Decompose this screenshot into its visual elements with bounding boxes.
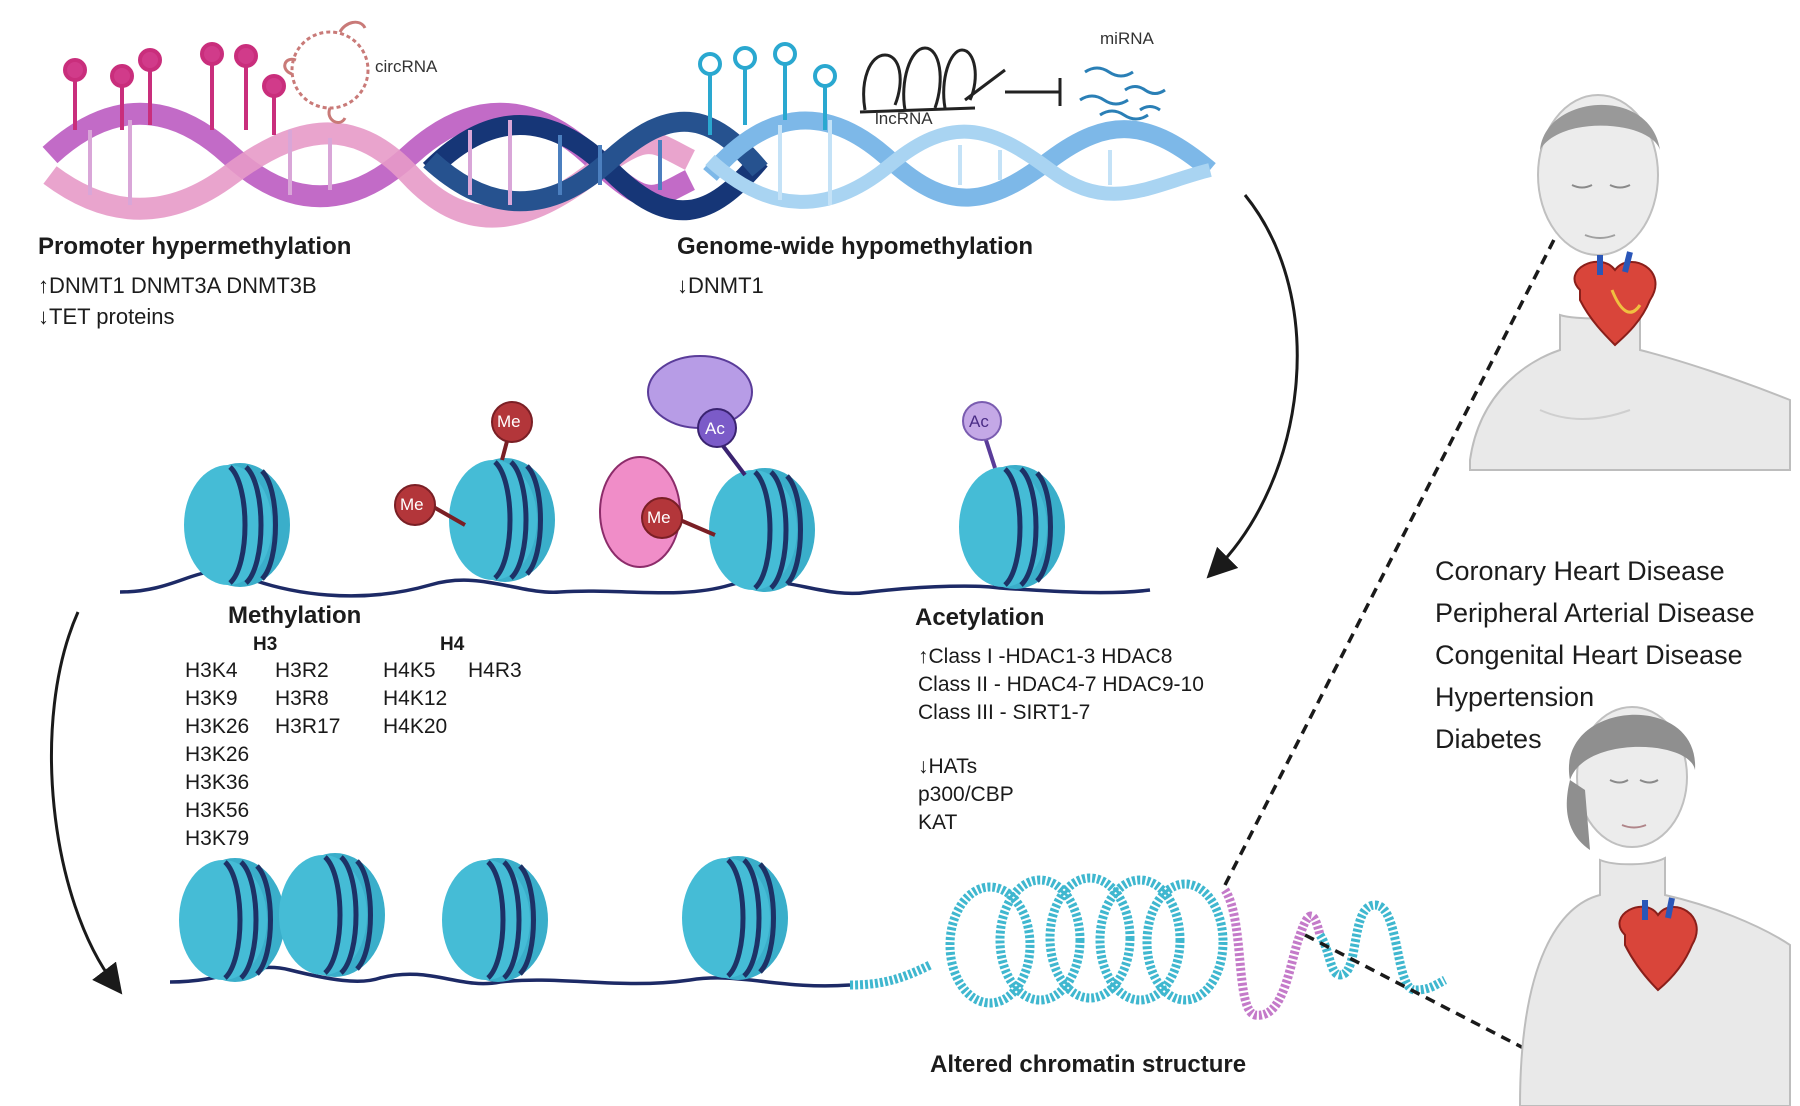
acetylation-heading: Acetylation: [915, 604, 1045, 631]
h4-item: H4K12: [383, 687, 448, 710]
me-mark-3: [641, 497, 716, 539]
h4-column-2: H4R3: [468, 660, 522, 681]
h3-label: H3: [253, 634, 278, 655]
nucleosome-lower-2: [279, 853, 385, 977]
nucleosome-upper-4: [959, 465, 1065, 589]
dna-helix: [42, 102, 1216, 228]
heart-icon-female: [1618, 897, 1698, 992]
acetylation-class-list: ↑Class I -HDAC1-3 HDAC8 Class II - HDAC4…: [918, 646, 1204, 723]
hat-item: ↓HATs: [918, 755, 978, 778]
h3-item: H3R2: [275, 659, 329, 682]
promoter-line-2: ↓TET proteins: [38, 304, 175, 329]
inhibit-symbol: [1005, 78, 1062, 106]
h3-item: H3R8: [275, 687, 329, 710]
mi-rna-label: miRNA: [1100, 29, 1154, 48]
circ-rna-icon: [283, 20, 370, 124]
chromatin-fiber-lower: [169, 965, 851, 988]
h3-item: H3K36: [185, 771, 250, 794]
mi-rna-icon: [1079, 66, 1166, 121]
female-figure: [1518, 706, 1791, 1106]
disease-list: Coronary Heart Disease Peripheral Arteri…: [1435, 556, 1755, 755]
lnc-rna-label: lncRNA: [875, 109, 933, 128]
me-tag-2: Me: [400, 495, 424, 514]
arrow-left: [49, 611, 123, 995]
ac-mark-2: [962, 401, 1002, 469]
h3-item: H3K9: [185, 687, 238, 710]
disease-item: Congenital Heart Disease: [1435, 640, 1743, 670]
hat-item: KAT: [918, 811, 958, 834]
h3-item: H3K4: [185, 659, 238, 682]
lnc-rna-icon: [859, 46, 1006, 114]
nucleosome-upper-1: [184, 463, 290, 587]
heart-icon-male: [1573, 251, 1657, 347]
nucleosome-lower-1: [179, 858, 285, 982]
disease-item: Peripheral Arterial Disease: [1435, 598, 1755, 628]
enzyme-purple: [647, 355, 753, 429]
zoom-line-upper: [1223, 119, 1617, 886]
h3-item: H3K79: [185, 827, 250, 850]
h3-item: H3R17: [275, 715, 341, 738]
promoter-line-1: ↑DNMT1 DNMT3A DNMT3B: [38, 273, 317, 298]
h4-label: H4: [440, 634, 465, 655]
methyl-lollipops-pink: [63, 42, 286, 135]
h4-column-1: H4K5 H4K12 H4K20: [383, 660, 447, 737]
ac-tag-2: Ac: [969, 412, 989, 431]
h3-item: H3K56: [185, 799, 250, 822]
disease-item: Coronary Heart Disease: [1435, 556, 1725, 586]
nucleosome-lower-4: [682, 856, 788, 980]
circ-rna-label: circRNA: [375, 57, 438, 76]
nucleosome-upper-2: [449, 458, 555, 582]
ac-tag-1: Ac: [705, 419, 725, 438]
me-mark-1: [491, 401, 533, 461]
promoter-heading: Promoter hypermethylation: [38, 233, 352, 260]
h3-column-2: H3R2 H3R8 H3R17: [275, 660, 340, 737]
h3-item: H3K26: [185, 743, 250, 766]
methylation-heading: Methylation: [228, 602, 362, 629]
nucleosome-lower-3: [442, 858, 548, 982]
hat-list: ↓HATs p300/CBP KAT: [918, 756, 1014, 833]
me-tag-3: Me: [647, 508, 671, 527]
acetylation-item: Class II - HDAC4-7 HDAC9-10: [918, 673, 1204, 696]
nucleosome-upper-3: [709, 468, 815, 592]
acetylation-item: ↑Class I -HDAC1-3 HDAC8: [918, 645, 1173, 668]
h3-item: H3K26: [185, 715, 250, 738]
ac-mark-1: [697, 408, 747, 477]
hat-item: p300/CBP: [918, 783, 1014, 806]
h4-item: H4K20: [383, 715, 448, 738]
chromatin-heading: Altered chromatin structure: [930, 1051, 1247, 1078]
genome-line-1: ↓DNMT1: [677, 273, 764, 298]
genome-heading: Genome-wide hypomethylation: [677, 233, 1034, 260]
h4-item: H4R3: [468, 659, 522, 682]
lollipops-light-blue: [698, 42, 837, 135]
h4-item: H4K5: [383, 659, 436, 682]
me-mark-2: [394, 484, 466, 527]
coiled-chromatin: [849, 873, 1448, 1020]
acetylation-item: Class III - SIRT1-7: [918, 701, 1091, 724]
disease-item: Diabetes: [1435, 724, 1542, 754]
me-tag-1: Me: [497, 412, 521, 431]
h3-column-1: H3K4 H3K9 H3K26 H3K26 H3K36 H3K56 H3K79: [185, 660, 249, 849]
chromatin-fiber-upper: [119, 569, 1151, 598]
disease-item: Hypertension: [1435, 682, 1595, 712]
arrow-top-right: [1206, 194, 1299, 579]
